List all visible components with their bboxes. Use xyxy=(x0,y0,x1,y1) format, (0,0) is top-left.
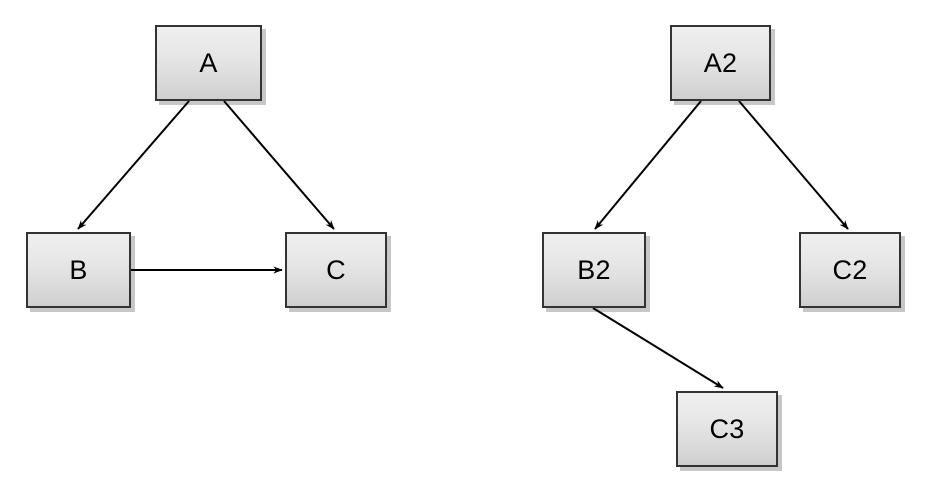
edges-group xyxy=(77,100,849,389)
node-b[interactable]: B xyxy=(26,232,131,308)
node-label-c2: C2 xyxy=(832,254,868,285)
node-label-a2: A2 xyxy=(703,47,738,78)
edge-a2-to-c2 xyxy=(738,100,849,230)
node-label-c: C xyxy=(326,254,346,285)
node-c[interactable]: C xyxy=(285,232,387,308)
edge-a2-to-b2 xyxy=(594,100,702,230)
node-a[interactable]: A xyxy=(155,25,262,101)
node-label-a: A xyxy=(199,47,218,78)
node-c2[interactable]: C2 xyxy=(799,232,901,308)
node-label-c3: C3 xyxy=(709,413,745,444)
edge-a-to-c xyxy=(223,100,335,230)
edge-b2-to-c3 xyxy=(592,307,724,389)
node-a2[interactable]: A2 xyxy=(670,25,771,101)
edge-a-to-b xyxy=(77,100,190,230)
node-label-b2: B2 xyxy=(577,254,611,285)
node-label-b: B xyxy=(69,254,88,285)
node-c3[interactable]: C3 xyxy=(676,391,778,467)
node-b2[interactable]: B2 xyxy=(542,232,646,308)
